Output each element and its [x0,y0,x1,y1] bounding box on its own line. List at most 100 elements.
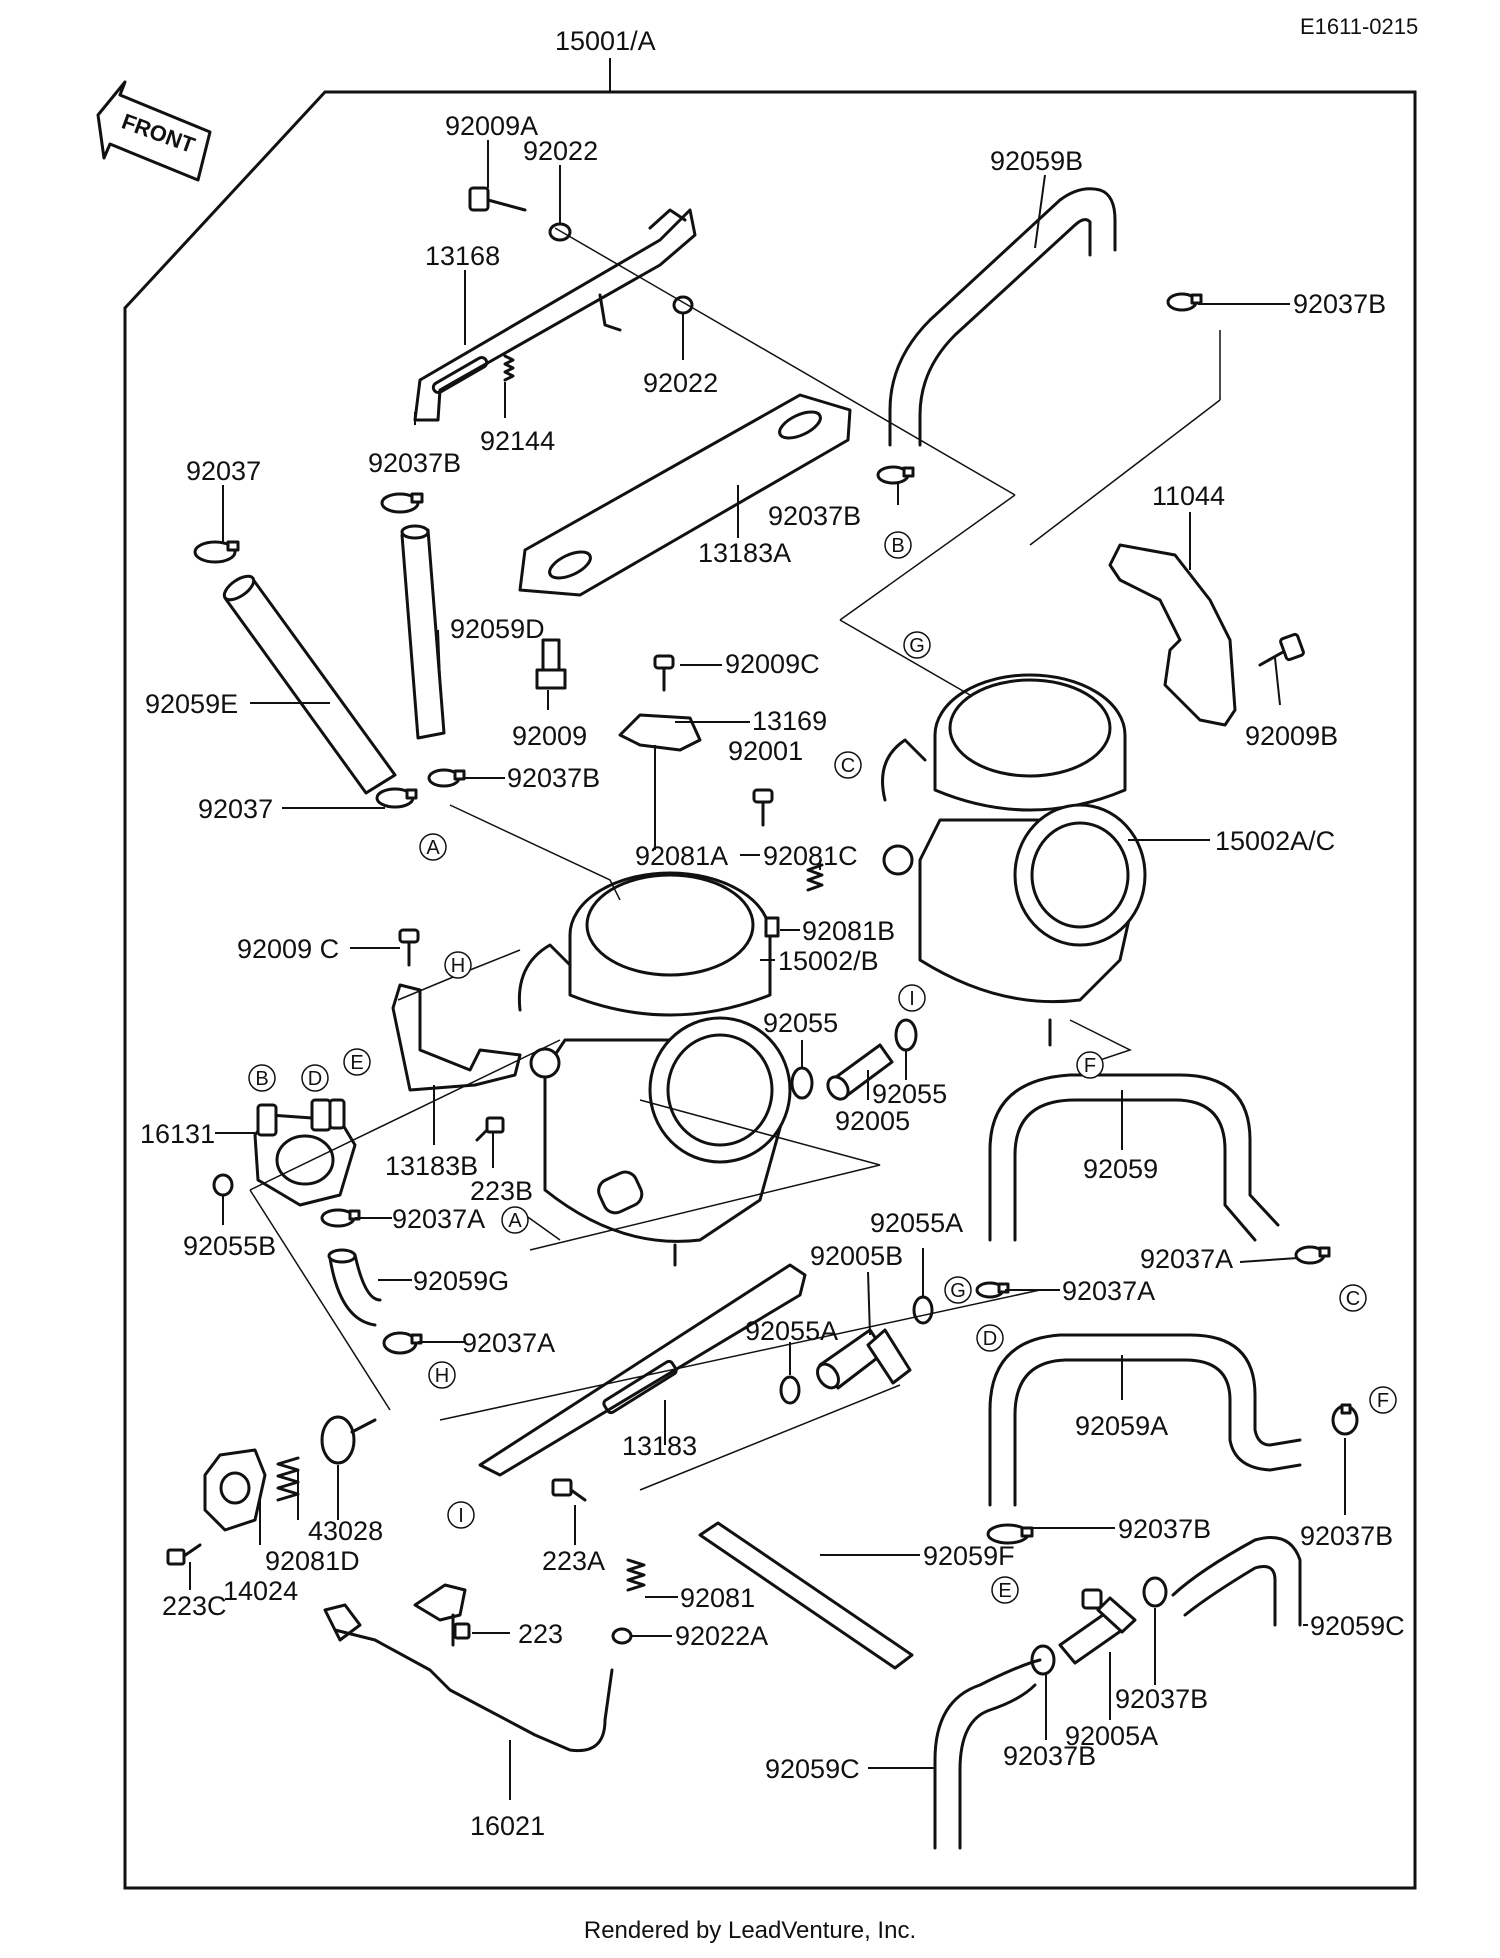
part-label-92059D[interactable]: 92059D [450,614,545,644]
plate-13183A [518,393,852,597]
part-label-223[interactable]: 223 [518,1619,563,1649]
svg-text:F: F [1377,1390,1389,1412]
part-label-92037B-f[interactable]: 92037B [1115,1684,1208,1714]
part-label-92037A-b[interactable]: 92037A [1140,1244,1233,1274]
part-label-92037B-e[interactable]: 92037B [1300,1521,1393,1551]
part-label-92059C-l[interactable]: 92059C [765,1754,860,1784]
part-label-92037B-g[interactable]: 92037B [1003,1741,1096,1771]
part-label-16021[interactable]: 16021 [470,1811,545,1841]
part-label-92059G[interactable]: 92059G [413,1266,509,1296]
part-label-92055B[interactable]: 92055B [183,1231,276,1261]
spring-92081 [626,1558,646,1592]
part-label-92081B[interactable]: 92081B [802,916,895,946]
svg-text:G: G [950,1280,966,1302]
hose-92059C-left [933,1658,1042,1850]
svg-text:E: E [998,1580,1011,1602]
part-label-92081D[interactable]: 92081D [265,1546,360,1576]
carburetor-15002B [517,871,792,1267]
part-label-13169[interactable]: 13169 [752,706,827,736]
part-label-92005A[interactable]: 92005A [1065,1721,1158,1751]
part-label-223C[interactable]: 223C [162,1591,227,1621]
part-label-13183[interactable]: 13183 [622,1431,697,1461]
part-label-92055-b[interactable]: 92055 [872,1079,947,1109]
hose-92059A [988,1333,1302,1507]
ref-marker-F1: F [1076,1051,1104,1079]
part-label-92037B-a[interactable]: 92037B [368,448,461,478]
footer-credit: Rendered by LeadVenture, Inc. [584,1917,916,1944]
part-label-92144[interactable]: 92144 [480,426,555,456]
clamp-92037A-c [1294,1245,1331,1265]
part-label-14024[interactable]: 14024 [223,1576,298,1606]
part-label-92009B[interactable]: 92009B [1245,721,1338,751]
tee-joint-92005B [816,1328,912,1390]
part-label-92037-top[interactable]: 92037 [186,456,261,486]
bracket-13183B [391,983,522,1092]
part-label-92055-a[interactable]: 92055 [763,1008,838,1038]
part-label-92001[interactable]: 92001 [728,736,803,766]
ref-marker-D2: D [976,1324,1004,1352]
screw-92009C-left [398,928,420,967]
part-label-13183B[interactable]: 13183B [385,1151,478,1181]
part-label-92009A[interactable]: 92009A [445,111,538,141]
part-label-92081A[interactable]: 92081A [635,841,728,871]
part-label-92081C[interactable]: 92081C [763,841,858,871]
cap-92055B [212,1173,234,1197]
clamp-92037A-a [320,1208,361,1228]
part-label-92037A-c[interactable]: 92037A [1062,1276,1155,1306]
part-label-11044[interactable]: 11044 [1152,481,1225,511]
part-label-92059F[interactable]: 92059F [923,1541,1015,1571]
clamp-92037-top [193,540,240,564]
ref-marker-G2: G [944,1276,972,1304]
part-label-92009C-left[interactable]: 92009 C [237,934,339,964]
spring-92081D [276,1456,300,1502]
part-label-13168[interactable]: 13168 [425,241,500,271]
part-label-92037A-d[interactable]: 92037A [462,1328,555,1358]
svg-text:D: D [308,1068,322,1090]
part-label-92037-left[interactable]: 92037 [198,794,273,824]
part-label-15002B[interactable]: 15002/B [778,946,879,976]
part-label-92009[interactable]: 92009 [512,721,587,751]
part-label-92037B-c[interactable]: 92037B [507,763,600,793]
part-label-92059E[interactable]: 92059E [145,689,238,719]
part-label-92059B[interactable]: 92059B [990,146,1083,176]
hose-92059C-right [1171,1536,1302,1627]
part-label-92081[interactable]: 92081 [680,1583,755,1613]
part-label-92059[interactable]: 92059 [1083,1154,1158,1184]
svg-text:E: E [350,1052,363,1074]
part-label-15002AC[interactable]: 15002A/C [1215,826,1335,856]
ref-marker-A1: A [419,833,447,861]
part-label-92037B-tr[interactable]: 92037B [1293,289,1386,319]
spring-92144 [503,354,515,382]
part-label-92059C-r[interactable]: 92059C [1310,1611,1405,1641]
part-label-92059A[interactable]: 92059A [1075,1411,1168,1441]
bolt-92009A [468,186,527,212]
part-label-13183A[interactable]: 13183A [698,538,791,568]
part-label-92005B[interactable]: 92005B [810,1241,903,1271]
clamp-92037B-a [380,492,424,514]
assembly-frame [123,90,1417,1890]
clamp-92037B-b [876,465,915,485]
part-label-223B[interactable]: 223B [470,1176,533,1206]
hose-92059F [698,1521,914,1670]
ref-marker-I2: I [447,1501,475,1529]
part-label-92022-top[interactable]: 92022 [523,136,598,166]
hose-92059G [327,1248,382,1327]
part-label-92037B-b[interactable]: 92037B [768,501,861,531]
washer-92022-top [548,222,572,242]
part-label-43028[interactable]: 43028 [308,1516,383,1546]
part-label-92055A-a[interactable]: 92055A [870,1208,963,1238]
clamp-92037B-g [1030,1644,1056,1676]
o-ring-92055-b [894,1018,918,1052]
part-label-92005[interactable]: 92005 [835,1106,910,1136]
part-label-223A[interactable]: 223A [542,1546,605,1576]
svg-text:G: G [909,635,925,657]
part-label-92022-mid[interactable]: 92022 [643,368,718,398]
bolt-92009B [1258,632,1305,667]
part-label-92037A-a[interactable]: 92037A [392,1204,485,1234]
part-label-92022A[interactable]: 92022A [675,1621,768,1651]
part-label-92037B-d[interactable]: 92037B [1118,1514,1211,1544]
part-label-92009C-top[interactable]: 92009C [725,649,820,679]
part-label-92055A-b[interactable]: 92055A [745,1316,838,1346]
part-label-16131[interactable]: 16131 [140,1119,215,1149]
